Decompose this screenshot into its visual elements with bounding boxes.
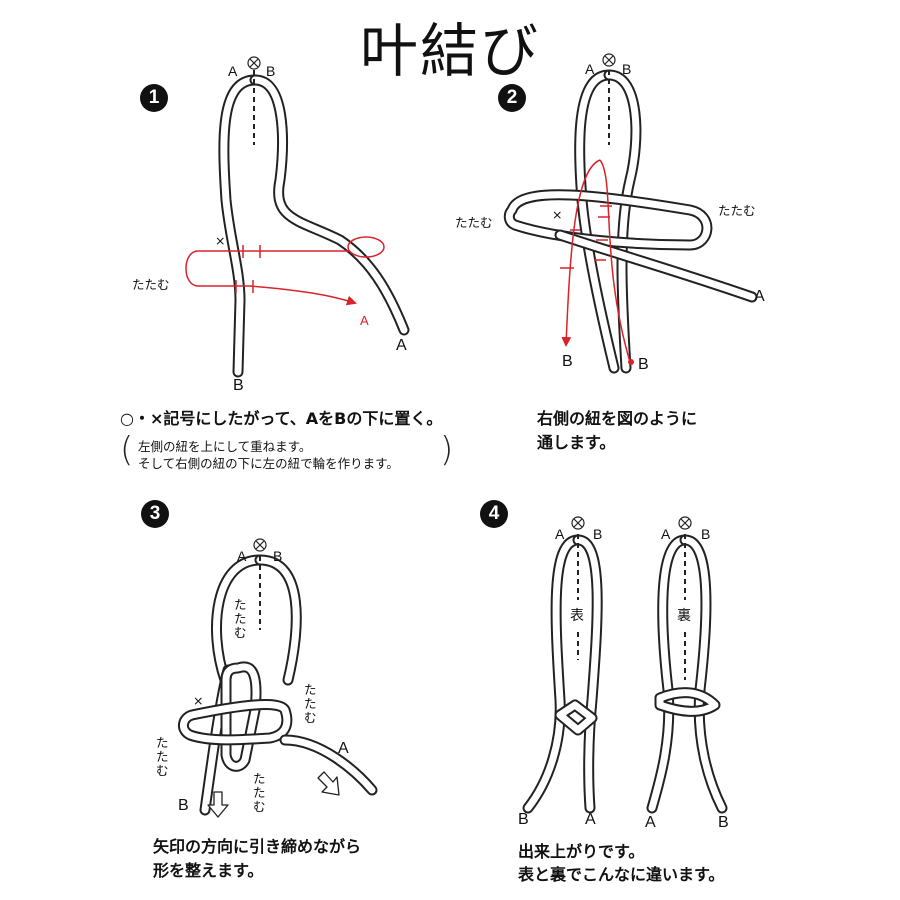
step2-label-b-top: B: [622, 61, 632, 77]
step3-label-fold-bottom: たたむ: [253, 771, 266, 814]
step3-label-x: ×: [193, 693, 204, 708]
step4-label-b-top-left: B: [593, 526, 603, 542]
step3-caption-line2: 形を整えます。: [153, 861, 264, 880]
step4-label-b-top-right: B: [701, 526, 711, 542]
step1-label-a-arrow: A: [360, 313, 369, 328]
step3-label-b-top: B: [273, 548, 283, 564]
step2-label-b-end: B: [638, 356, 649, 373]
step3-label-b-end: B: [178, 797, 189, 814]
step2-label-a-end: A: [754, 288, 765, 305]
step1-label-a-top: A: [228, 63, 238, 79]
step4-label-a-top-left: A: [555, 526, 565, 542]
step2-label-x: ×: [552, 207, 563, 222]
step4-label-b-end-right: B: [718, 814, 729, 831]
step1-note-paren-left: (: [120, 430, 134, 470]
step2-label-fold-left: たたむ: [455, 215, 493, 230]
step2-label-b-red: B: [562, 353, 573, 370]
step1-note-paren-right: ): [440, 430, 454, 470]
step1-note-line1: 左側の紐を上にして重ねます。: [138, 439, 312, 454]
step2-diagram: [503, 53, 758, 374]
step3-diagram: [178, 538, 378, 818]
step3-label-fold-left: たたむ: [156, 735, 169, 778]
step4-label-a-end-right: A: [645, 814, 656, 831]
step3-number: 3: [141, 500, 169, 528]
step4-number: 4: [480, 500, 508, 528]
step3-label-fold-top: たたむ: [234, 597, 247, 640]
step1-label-fold: たたむ: [132, 277, 170, 292]
step4-label-a-end-left: A: [585, 811, 596, 828]
step1-label-x: ×: [215, 233, 226, 248]
step2-caption-line1: 右側の紐を図のように: [537, 409, 698, 428]
page-title: 叶結び: [359, 17, 540, 85]
step1-label-a-end: A: [396, 337, 407, 354]
step1-caption: ○・×記号にしたがって、AをBの下に置く。: [120, 409, 443, 428]
step1-note-line2: そして右側の紐の下に左の紐で輪を作ります。: [138, 456, 399, 471]
step4-label-back: 裏: [677, 608, 691, 624]
step2-label-fold-right: たたむ: [718, 203, 756, 218]
step3-label-a-top: A: [237, 548, 247, 564]
step3-label-fold-right: たたむ: [304, 682, 317, 725]
step1-label-b-end: B: [233, 377, 244, 394]
step2-label-a-top: A: [585, 61, 595, 77]
step4-label-b-end-left: B: [518, 811, 529, 828]
step1-number: 1: [140, 84, 168, 112]
step2-caption-line2: 通します。: [537, 433, 616, 452]
step4-label-front: 表: [570, 608, 584, 624]
step3-label-a-end: A: [338, 740, 349, 757]
step4-caption-line1: 出来上がりです。: [518, 842, 645, 861]
step1-diagram: [185, 56, 410, 378]
step3-caption-line1: 矢印の方向に引き締めながら: [153, 837, 362, 856]
step2-number: 2: [498, 84, 526, 112]
step4-caption-line2: 表と裏でこんなに違います。: [518, 865, 725, 884]
step4-label-a-top-right: A: [661, 526, 671, 542]
step4-diagram: [522, 516, 728, 814]
step1-label-b-top: B: [266, 63, 276, 79]
